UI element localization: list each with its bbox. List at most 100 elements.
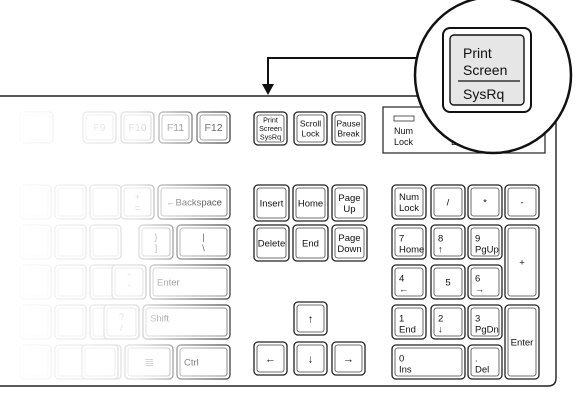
numpad-key-16[interactable]: .Del xyxy=(467,344,503,380)
numpad-key-3-inner xyxy=(507,187,537,217)
numpad-key-14[interactable]: Enter xyxy=(504,304,540,380)
numpad-key-4-label: 7 xyxy=(399,234,404,245)
nav-key-end-inner xyxy=(295,227,326,259)
numpad-key-2-inner xyxy=(470,187,500,217)
numpad-key-0-inner xyxy=(394,187,424,217)
nav-key-page-up-label: Page xyxy=(338,193,360,204)
numpad-key-16-label: . xyxy=(475,354,478,365)
nav-key-delete-inner xyxy=(256,227,287,259)
print-screen-key-inner xyxy=(256,114,285,143)
indicator-label: Lock xyxy=(394,137,414,147)
nav-key-insert-label: Insert xyxy=(260,198,284,209)
numpad-key-5-label: 8 xyxy=(438,234,443,245)
arrow-down-key-inner xyxy=(296,344,325,373)
numpad-key-3-label: - xyxy=(520,197,523,208)
arrow-up-key-inner xyxy=(296,304,325,333)
nav-key-home-inner xyxy=(295,187,326,219)
numpad-key-10-label: 6 xyxy=(475,274,480,285)
numpad-key-0-label: Num xyxy=(399,192,419,203)
numpad-key-13-inner xyxy=(470,307,500,337)
scroll-lock-key-inner xyxy=(296,114,325,143)
arrow-up-key[interactable]: ↑ xyxy=(293,301,328,336)
arrow-right-key[interactable]: → xyxy=(331,341,366,376)
numpad-key-5-label: ↑ xyxy=(438,245,443,256)
numpad-key-4-label: Home xyxy=(399,245,424,256)
numpad-key-2[interactable]: * xyxy=(467,184,503,220)
numpad-key-10[interactable]: 6→ xyxy=(467,264,503,300)
numpad-key-1-inner xyxy=(433,187,463,217)
numpad-key-8-inner xyxy=(394,267,424,297)
left-fade-overlay xyxy=(0,97,250,385)
numpad-key-4-inner xyxy=(394,227,424,257)
numpad-key-6-label: PgUp xyxy=(475,245,499,256)
numpad-key-13-label: PgDn xyxy=(475,325,499,336)
numpad-key-12-inner xyxy=(433,307,463,337)
numpad-key-1-label: / xyxy=(447,197,450,208)
pause-break-key-inner xyxy=(334,114,363,143)
arrow-left-key[interactable]: ← xyxy=(253,341,288,376)
pointer-arrow xyxy=(262,57,428,95)
numpad-key-5[interactable]: 8↑ xyxy=(430,224,466,260)
magnifier-callout: Print Screen SysRq xyxy=(413,0,573,155)
nav-key-end[interactable]: End xyxy=(292,224,329,262)
numpad-key-12[interactable]: 2↓ xyxy=(430,304,466,340)
numpad-key-6-label: 9 xyxy=(475,234,480,245)
numpad-key-15-label: 0 xyxy=(399,354,404,365)
numpad-key-11-label: End xyxy=(399,325,416,336)
indicator-label: Num xyxy=(394,126,413,136)
arrow-down-key[interactable]: ↓ xyxy=(293,341,328,376)
numpad-key-7-inner xyxy=(507,227,537,297)
numpad-key-1[interactable]: / xyxy=(430,184,466,220)
numpad-key-7-label: + xyxy=(519,257,525,268)
numpad-key-8-label: ← xyxy=(399,285,409,296)
numpad-key-10-inner xyxy=(470,267,500,297)
numpad-key-9-inner xyxy=(433,267,463,297)
arrow-left-key-label: ← xyxy=(265,353,276,365)
callout-screen-text: Screen xyxy=(463,62,507,78)
nav-key-page-down-label: Down xyxy=(337,244,361,255)
nav-key-end-label: End xyxy=(302,238,319,249)
callout-sysrq-text: SysRq xyxy=(463,86,504,102)
indicator-light xyxy=(393,115,415,122)
arrow-up-key-label: ↑ xyxy=(308,313,314,325)
arrow-left-key-inner xyxy=(256,344,285,373)
numpad-key-12-label: 2 xyxy=(438,314,443,325)
numpad-key-8[interactable]: 4← xyxy=(391,264,427,300)
numpad-key-14-inner xyxy=(507,307,537,377)
nav-key-page-up-inner xyxy=(334,187,365,219)
arrow-down-key-label: ↓ xyxy=(308,353,314,365)
nav-key-page-down-label: Page xyxy=(338,233,360,244)
numpad-key-2-label: * xyxy=(483,197,487,208)
nav-key-insert[interactable]: Insert xyxy=(253,184,290,222)
nav-key-page-down-inner xyxy=(334,227,365,259)
numpad-key-14-label: Enter xyxy=(511,337,534,348)
numpad-key-5-inner xyxy=(433,227,463,257)
callout-print-text: Print xyxy=(463,45,492,61)
numpad-key-9[interactable]: 5 xyxy=(430,264,466,300)
nav-key-insert-inner xyxy=(256,187,287,219)
print-screen-key-label: Screen xyxy=(259,124,282,133)
nav-key-home-label: Home xyxy=(298,198,323,209)
nav-key-home[interactable]: Home xyxy=(292,184,329,222)
nav-key-delete-label: Delete xyxy=(258,238,285,249)
numpad-key-3[interactable]: - xyxy=(504,184,540,220)
numpad-key-11-label: 1 xyxy=(399,314,404,325)
numpad-key-9-label: 5 xyxy=(445,277,450,288)
numpad-key-7[interactable]: + xyxy=(504,224,540,300)
numpad-key-16-inner xyxy=(470,347,500,377)
nav-key-delete[interactable]: Delete xyxy=(253,224,290,262)
